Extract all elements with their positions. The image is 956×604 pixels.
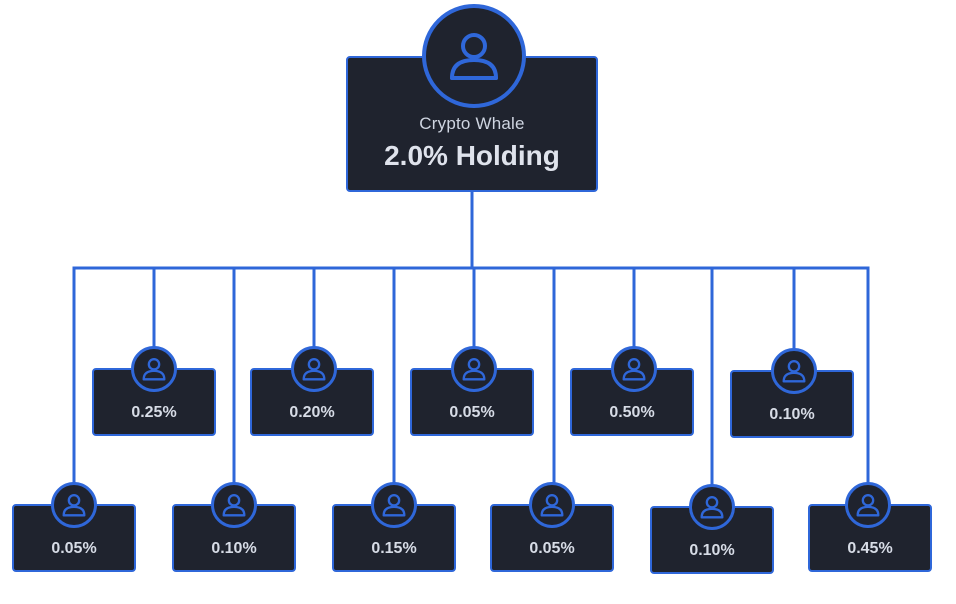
user-icon xyxy=(422,4,526,108)
holder-percent: 0.45% xyxy=(847,540,893,557)
user-icon xyxy=(689,484,735,530)
root-holding: 2.0% Holding xyxy=(384,140,560,171)
holder-percent: 0.25% xyxy=(131,404,177,421)
root-node: Crypto Whale 2.0% Holding xyxy=(346,56,598,192)
holder-percent: 0.10% xyxy=(689,542,735,559)
user-icon xyxy=(131,346,177,392)
user-icon xyxy=(51,482,97,528)
user-icon xyxy=(371,482,417,528)
holder-percent: 0.05% xyxy=(449,404,495,421)
user-icon xyxy=(529,482,575,528)
user-icon xyxy=(611,346,657,392)
root-name: Crypto Whale xyxy=(419,114,525,133)
holder-percent: 0.20% xyxy=(289,404,335,421)
user-icon xyxy=(451,346,497,392)
user-icon xyxy=(211,482,257,528)
user-icon xyxy=(291,346,337,392)
holder-percent: 0.15% xyxy=(371,540,417,557)
holder-percent: 0.50% xyxy=(609,404,655,421)
holder-percent: 0.10% xyxy=(769,406,815,423)
user-icon xyxy=(845,482,891,528)
user-icon xyxy=(771,348,817,394)
holder-percent: 0.10% xyxy=(211,540,257,557)
holder-percent: 0.05% xyxy=(529,540,575,557)
holder-percent: 0.05% xyxy=(51,540,97,557)
